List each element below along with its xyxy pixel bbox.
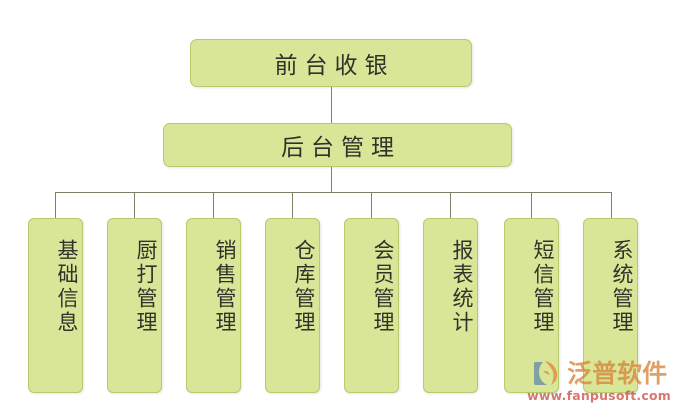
node-sales-management[interactable]: 销售管理 xyxy=(186,218,241,393)
connector-drop-8 xyxy=(611,192,612,218)
node-label: 后台管理 xyxy=(281,135,401,161)
connector-drop-1 xyxy=(55,192,56,218)
node-label: 基础信息 xyxy=(55,239,79,335)
node-basic-information[interactable]: 基础信息 xyxy=(28,218,83,393)
node-system-management[interactable]: 系统管理 xyxy=(583,218,638,393)
connector-drop-7 xyxy=(531,192,532,218)
node-kitchen-print-management[interactable]: 厨打管理 xyxy=(107,218,162,393)
node-label: 仓库管理 xyxy=(292,239,316,335)
connector-drop-3 xyxy=(213,192,214,218)
node-warehouse-management[interactable]: 仓库管理 xyxy=(265,218,320,393)
node-sms-management[interactable]: 短信管理 xyxy=(504,218,559,393)
node-label: 厨打管理 xyxy=(134,239,158,335)
node-label: 销售管理 xyxy=(213,239,237,335)
node-label: 系统管理 xyxy=(610,239,634,335)
connector-l1-to-l2 xyxy=(331,87,332,123)
node-report-statistics[interactable]: 报表统计 xyxy=(423,218,478,393)
connector-drop-5 xyxy=(371,192,372,218)
connector-drop-4 xyxy=(292,192,293,218)
node-member-management[interactable]: 会员管理 xyxy=(344,218,399,393)
node-label: 报表统计 xyxy=(450,239,474,335)
node-label: 会员管理 xyxy=(371,239,395,335)
node-backend-management[interactable]: 后台管理 xyxy=(163,123,512,167)
connector-drop-2 xyxy=(134,192,135,218)
node-label: 前台收银 xyxy=(274,53,395,79)
connector-l2-stem xyxy=(331,167,332,192)
connector-horizontal-bus xyxy=(55,192,611,193)
node-label: 短信管理 xyxy=(531,239,555,335)
connector-drop-6 xyxy=(450,192,451,218)
node-front-desk-cashier[interactable]: 前台收银 xyxy=(190,39,472,87)
